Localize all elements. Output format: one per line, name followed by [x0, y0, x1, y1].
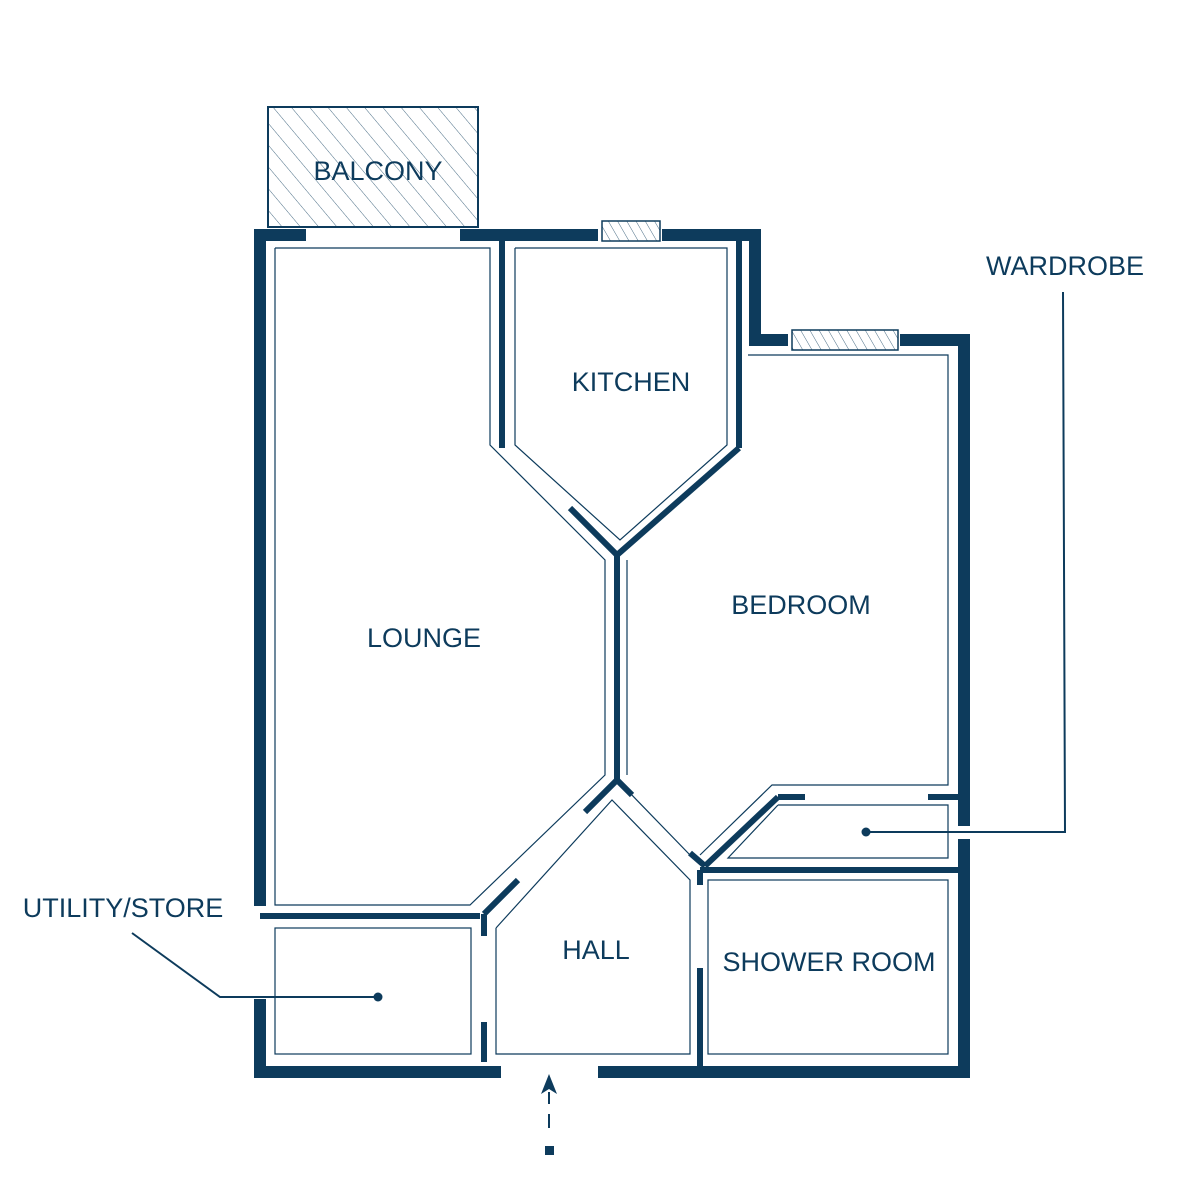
balcony-label: BALCONY — [313, 156, 442, 186]
bedroom-window — [791, 329, 899, 351]
kitchen-label: KITCHEN — [572, 367, 691, 397]
utility-marker-dot — [373, 992, 383, 1002]
bedroom-label: BEDROOM — [731, 590, 871, 620]
hall-label: HALL — [562, 935, 630, 965]
wardrobe-leader-line — [866, 291, 1067, 833]
wardrobe-marker-dot — [861, 827, 871, 837]
utility-leader-line — [131, 932, 378, 998]
kitchen-window — [601, 220, 661, 242]
entrance-arrow-icon — [541, 1074, 557, 1155]
outer-walls — [254, 229, 970, 1078]
utility-store-label: UTILITY/STORE — [23, 893, 224, 923]
lounge-label: LOUNGE — [367, 623, 481, 653]
balcony-area — [267, 106, 479, 228]
inner-outlines — [274, 247, 949, 1055]
wardrobe-label: WARDROBE — [986, 251, 1144, 281]
internal-walls — [260, 240, 960, 1068]
shower-room-label: SHOWER ROOM — [723, 947, 936, 977]
